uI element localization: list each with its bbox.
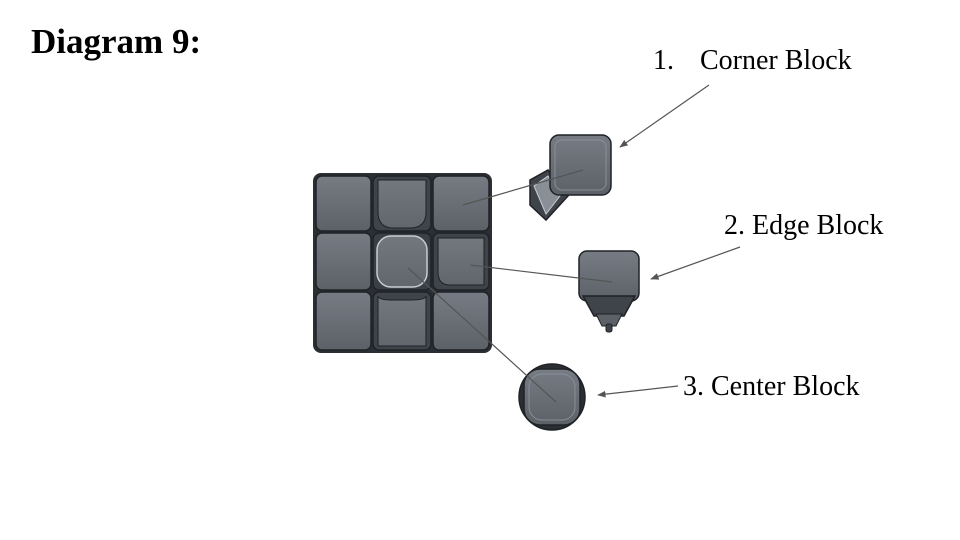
edge-tile-right-cap <box>437 237 485 286</box>
corner-block-cap-rim <box>554 139 607 191</box>
edge-block-label: 2. Edge Block <box>724 210 884 241</box>
edge-tile-left <box>315 232 372 291</box>
center-block-cap <box>523 368 581 426</box>
center-block-cap-rim <box>528 373 576 421</box>
corner-connection-line <box>462 169 584 206</box>
center-tile-cap <box>376 235 428 288</box>
corner-block-piece <box>529 134 612 222</box>
center-callout-arrow <box>597 385 679 398</box>
edge-tile-bottom-cap <box>377 295 427 347</box>
corner-tile-top-left <box>315 175 372 232</box>
edge-block-cap <box>578 250 640 302</box>
corner-tile-bottom-left <box>315 291 372 351</box>
edge-connection-line <box>469 264 613 283</box>
edge-callout-arrow <box>650 246 741 280</box>
corner-callout-arrow <box>619 84 710 148</box>
cube-face <box>313 173 492 353</box>
edge-block-piece <box>578 250 640 333</box>
center-block-label: 3. Center Block <box>683 371 860 402</box>
edge-block-foot <box>595 313 623 327</box>
center-block-piece <box>518 363 586 431</box>
corner-tile-bottom-right <box>432 291 490 351</box>
corner-block-number: 1. <box>653 45 674 76</box>
diagram-title: Diagram 9: <box>31 22 202 61</box>
edge-tile-top-cap <box>377 179 427 229</box>
corner-block-text: Corner Block <box>700 45 852 76</box>
corner-block-label: 1. Corner Block <box>653 44 852 78</box>
center-connection-line <box>407 267 557 403</box>
edge-block-tip <box>605 323 613 333</box>
edge-block-stem <box>581 295 637 317</box>
corner-block-cap <box>549 134 612 196</box>
corner-tile-top-right <box>432 175 490 232</box>
